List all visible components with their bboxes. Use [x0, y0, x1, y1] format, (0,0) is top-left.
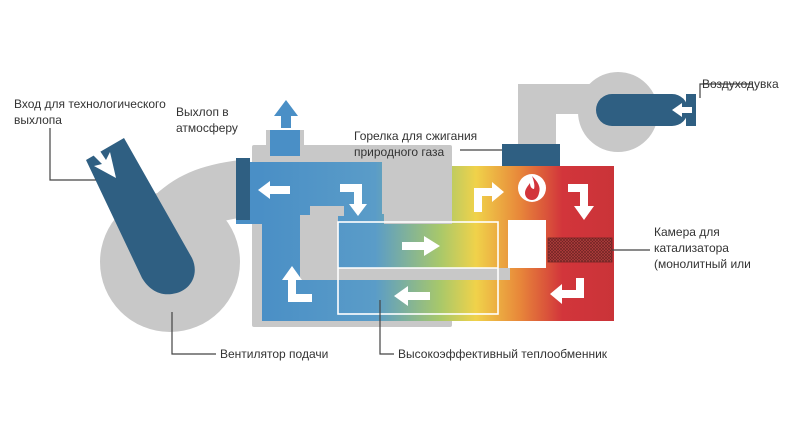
chamber-gap: [508, 220, 546, 268]
catalyst-chamber: [547, 237, 613, 263]
flame-icon: [518, 174, 546, 202]
arrow-icon: [282, 266, 312, 302]
labels: Вход для технологического выхлопа Выхлоп…: [14, 77, 779, 361]
arrow-icon: [474, 182, 504, 212]
chamber-baffle: [384, 214, 452, 224]
arrow-icon: [274, 100, 298, 128]
arrow-icon: [568, 184, 594, 220]
arrow-icon: [672, 103, 692, 117]
label-burner-1: Горелка для сжигания: [354, 129, 477, 143]
leader-blower: [699, 83, 752, 98]
label-process-inlet-2: выхлопа: [14, 113, 62, 127]
arrow-icon: [340, 184, 367, 216]
flow-arrows: [92, 100, 692, 306]
label-catalyst-2: катализатора: [654, 241, 729, 255]
label-process-inlet-1: Вход для технологического: [14, 97, 166, 111]
exhaust-outlet: [270, 130, 300, 156]
process-inlet-duct: [86, 138, 195, 295]
label-supply-fan: Вентилятор подачи: [220, 347, 328, 361]
label-exhaust-1: Выхлоп в: [176, 105, 229, 119]
label-catalyst-3: (монолитный или: [654, 257, 751, 271]
arrow-icon: [394, 286, 430, 306]
label-heat-exchanger: Высокоэффективный теплообменник: [398, 347, 608, 361]
label-catalyst-1: Камера для: [654, 225, 720, 239]
arrow-icon: [550, 278, 584, 304]
leader-lines: [49, 83, 752, 355]
leader-heat-exchanger: [379, 300, 394, 355]
blower-outlet: [596, 94, 688, 126]
chamber-inner-wall: [300, 215, 510, 280]
arrow-icon: [258, 181, 290, 199]
label-blower: Воздуходувка: [702, 77, 779, 91]
burner-unit: [502, 144, 560, 166]
leader-supply-fan: [171, 312, 216, 355]
chamber-upper-wall: [310, 206, 344, 216]
label-exhaust-2: атмосферу: [176, 121, 238, 135]
inlet-damper: [236, 158, 250, 220]
label-burner-2: природного газа: [354, 145, 445, 159]
arrow-icon: [402, 236, 440, 256]
leader-inlet: [49, 128, 96, 181]
arrow-icon: [92, 148, 116, 178]
dark-components: [86, 94, 696, 295]
